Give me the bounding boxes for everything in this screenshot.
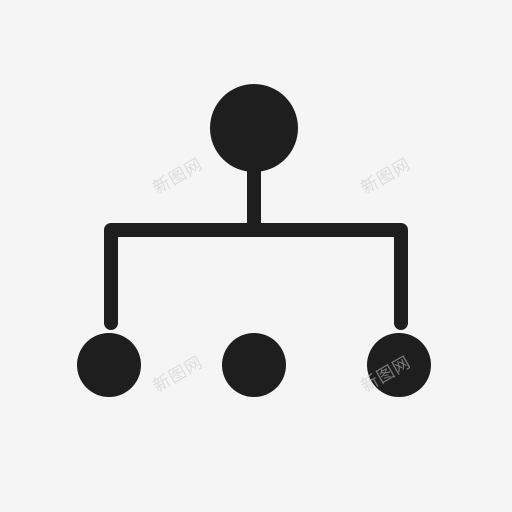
root-node bbox=[210, 84, 298, 172]
branch-line bbox=[104, 223, 408, 330]
child-node-middle bbox=[222, 333, 286, 397]
child-node-left bbox=[77, 333, 141, 397]
child-node-right bbox=[367, 333, 431, 397]
